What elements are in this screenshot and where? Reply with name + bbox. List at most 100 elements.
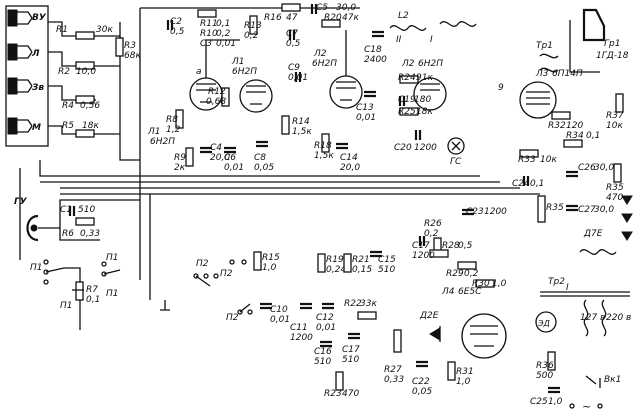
svg-text:Тр1: Тр1 (536, 41, 553, 51)
svg-text:R4: R4 (62, 101, 74, 111)
svg-text:R26: R26 (424, 219, 442, 229)
svg-text:C1: C1 (60, 205, 72, 215)
svg-text:500: 500 (536, 371, 553, 381)
tone-network: R15 1,0 C10 0,01 C11 1200 R19 0,24 R21 0… (253, 250, 432, 399)
jack-m-label: М (32, 123, 41, 133)
svg-text:470: 470 (606, 193, 623, 203)
svg-text:0,1: 0,1 (586, 131, 600, 141)
svg-text:510: 510 (314, 357, 331, 367)
svg-text:R34: R34 (566, 131, 584, 141)
svg-text:510: 510 (378, 265, 395, 275)
svg-text:R37: R37 (606, 111, 624, 121)
svg-text:180: 180 (414, 95, 431, 105)
svg-text:Л4: Л4 (441, 287, 455, 297)
svg-text:33к: 33к (360, 299, 377, 309)
svg-text:0,33: 0,33 (80, 229, 100, 239)
tube-l4: C23 1200 R26 0,2 R28 0,5 R29 0,2 C17 120… (412, 207, 507, 387)
svg-text:0,1: 0,1 (216, 19, 230, 29)
svg-text:R24: R24 (398, 73, 416, 83)
svg-text:R10: R10 (200, 29, 218, 39)
svg-text:0,1: 0,1 (530, 179, 544, 189)
svg-text:0,33: 0,33 (384, 375, 404, 385)
svg-text:0,15: 0,15 (352, 265, 372, 275)
svg-text:R20: R20 (324, 13, 342, 23)
svg-text:18к: 18к (82, 121, 99, 131)
svg-text:0,1: 0,1 (86, 295, 100, 305)
svg-text:C8: C8 (254, 153, 266, 163)
svg-text:6Н2П: 6Н2П (150, 137, 175, 147)
svg-text:1,0: 1,0 (548, 397, 563, 407)
svg-text:ГС: ГС (450, 157, 462, 167)
svg-text:Д2Е: Д2Е (419, 311, 439, 321)
svg-text:C7: C7 (286, 29, 298, 39)
svg-text:20,0: 20,0 (210, 153, 230, 163)
svg-text:П2: П2 (226, 313, 239, 323)
svg-text:R3: R3 (124, 41, 136, 51)
svg-text:6Е5С: 6Е5С (458, 287, 482, 297)
svg-text:C27: C27 (578, 205, 596, 215)
svg-text:R23: R23 (324, 389, 342, 399)
svg-text:Л1: Л1 (147, 127, 161, 137)
svg-text:C22: C22 (412, 377, 430, 387)
svg-text:C23: C23 (466, 207, 484, 217)
svg-text:Л3: Л3 (535, 69, 549, 79)
svg-text:R8: R8 (166, 115, 178, 125)
svg-text:R14: R14 (292, 117, 310, 127)
svg-text:0,56: 0,56 (80, 101, 100, 111)
power-supply: Тр2 I ЭД 127 в 220 в R36 500 C25 1,0 Вк1… (530, 277, 631, 413)
svg-text:1ГД-18: 1ГД-18 (596, 51, 629, 61)
svg-text:C18: C18 (364, 45, 382, 55)
svg-text:0,05: 0,05 (412, 387, 432, 397)
svg-text:R28: R28 (442, 241, 460, 251)
svg-text:47к: 47к (342, 13, 359, 23)
svg-text:R19: R19 (326, 255, 344, 265)
svg-text:R35: R35 (606, 183, 624, 193)
jack-vu-label: ВУ (32, 13, 47, 23)
svg-text:R18: R18 (314, 141, 332, 151)
svg-text:R29: R29 (446, 269, 464, 279)
svg-text:0,5: 0,5 (170, 27, 185, 37)
tube-l1-b: Л1 6Н2П R12 0,68 C6 0,01 C8 0,05 R14 1,5… (206, 57, 312, 173)
svg-text:30к: 30к (96, 25, 113, 35)
svg-text:R9: R9 (174, 153, 186, 163)
svg-text:1,5к: 1,5к (314, 151, 334, 161)
svg-text:0,5: 0,5 (458, 241, 473, 251)
svg-text:C19: C19 (398, 95, 416, 105)
svg-text:R13: R13 (244, 21, 262, 31)
svg-text:R36: R36 (536, 361, 554, 371)
svg-text:C11: C11 (290, 323, 308, 333)
top-chain: C2 0,5 R11 0,1 R10 0,2 C3 0,01 R13 0,2 R… (140, 3, 360, 49)
svg-text:R30: R30 (472, 279, 490, 289)
svg-text:1200: 1200 (412, 251, 435, 261)
svg-text:0,01: 0,01 (216, 39, 236, 49)
svg-text:2400: 2400 (364, 55, 387, 65)
svg-text:II: II (396, 35, 402, 45)
svg-text:1,2: 1,2 (166, 125, 181, 135)
svg-text:Л2: Л2 (313, 49, 327, 59)
input-jacks: ВУ Л Зв М (5, 5, 49, 147)
svg-text:6Н2П: 6Н2П (232, 67, 257, 77)
svg-text:Л2: Л2 (401, 59, 415, 69)
switch-p1-left: П1 R7 0,1 П1 П1 П1 (30, 253, 170, 330)
svg-text:1200: 1200 (290, 333, 313, 343)
svg-text:П1: П1 (30, 263, 43, 273)
svg-text:П1: П1 (106, 289, 119, 299)
svg-text:0,01: 0,01 (288, 73, 308, 83)
svg-text:R31: R31 (456, 367, 474, 377)
pickup-gu: ГУ C1 510 R6 0,33 (14, 197, 140, 242)
svg-text:R32: R32 (548, 121, 566, 131)
svg-text:ГУ: ГУ (14, 197, 28, 207)
svg-text:L2: L2 (398, 11, 409, 21)
svg-text:1200: 1200 (484, 207, 507, 217)
svg-text:ЭД: ЭД (537, 319, 550, 328)
svg-text:10к: 10к (606, 121, 623, 131)
svg-text:0,2: 0,2 (216, 29, 231, 39)
svg-text:6П14П: 6П14П (552, 69, 583, 79)
svg-text:470: 470 (342, 389, 359, 399)
svg-text:R33: R33 (518, 155, 536, 165)
svg-text:П1: П1 (60, 301, 73, 311)
svg-text:0,05: 0,05 (254, 163, 274, 173)
svg-text:30,0: 30,0 (336, 3, 356, 13)
svg-text:а: а (196, 67, 202, 77)
svg-text:C3: C3 (200, 39, 212, 49)
